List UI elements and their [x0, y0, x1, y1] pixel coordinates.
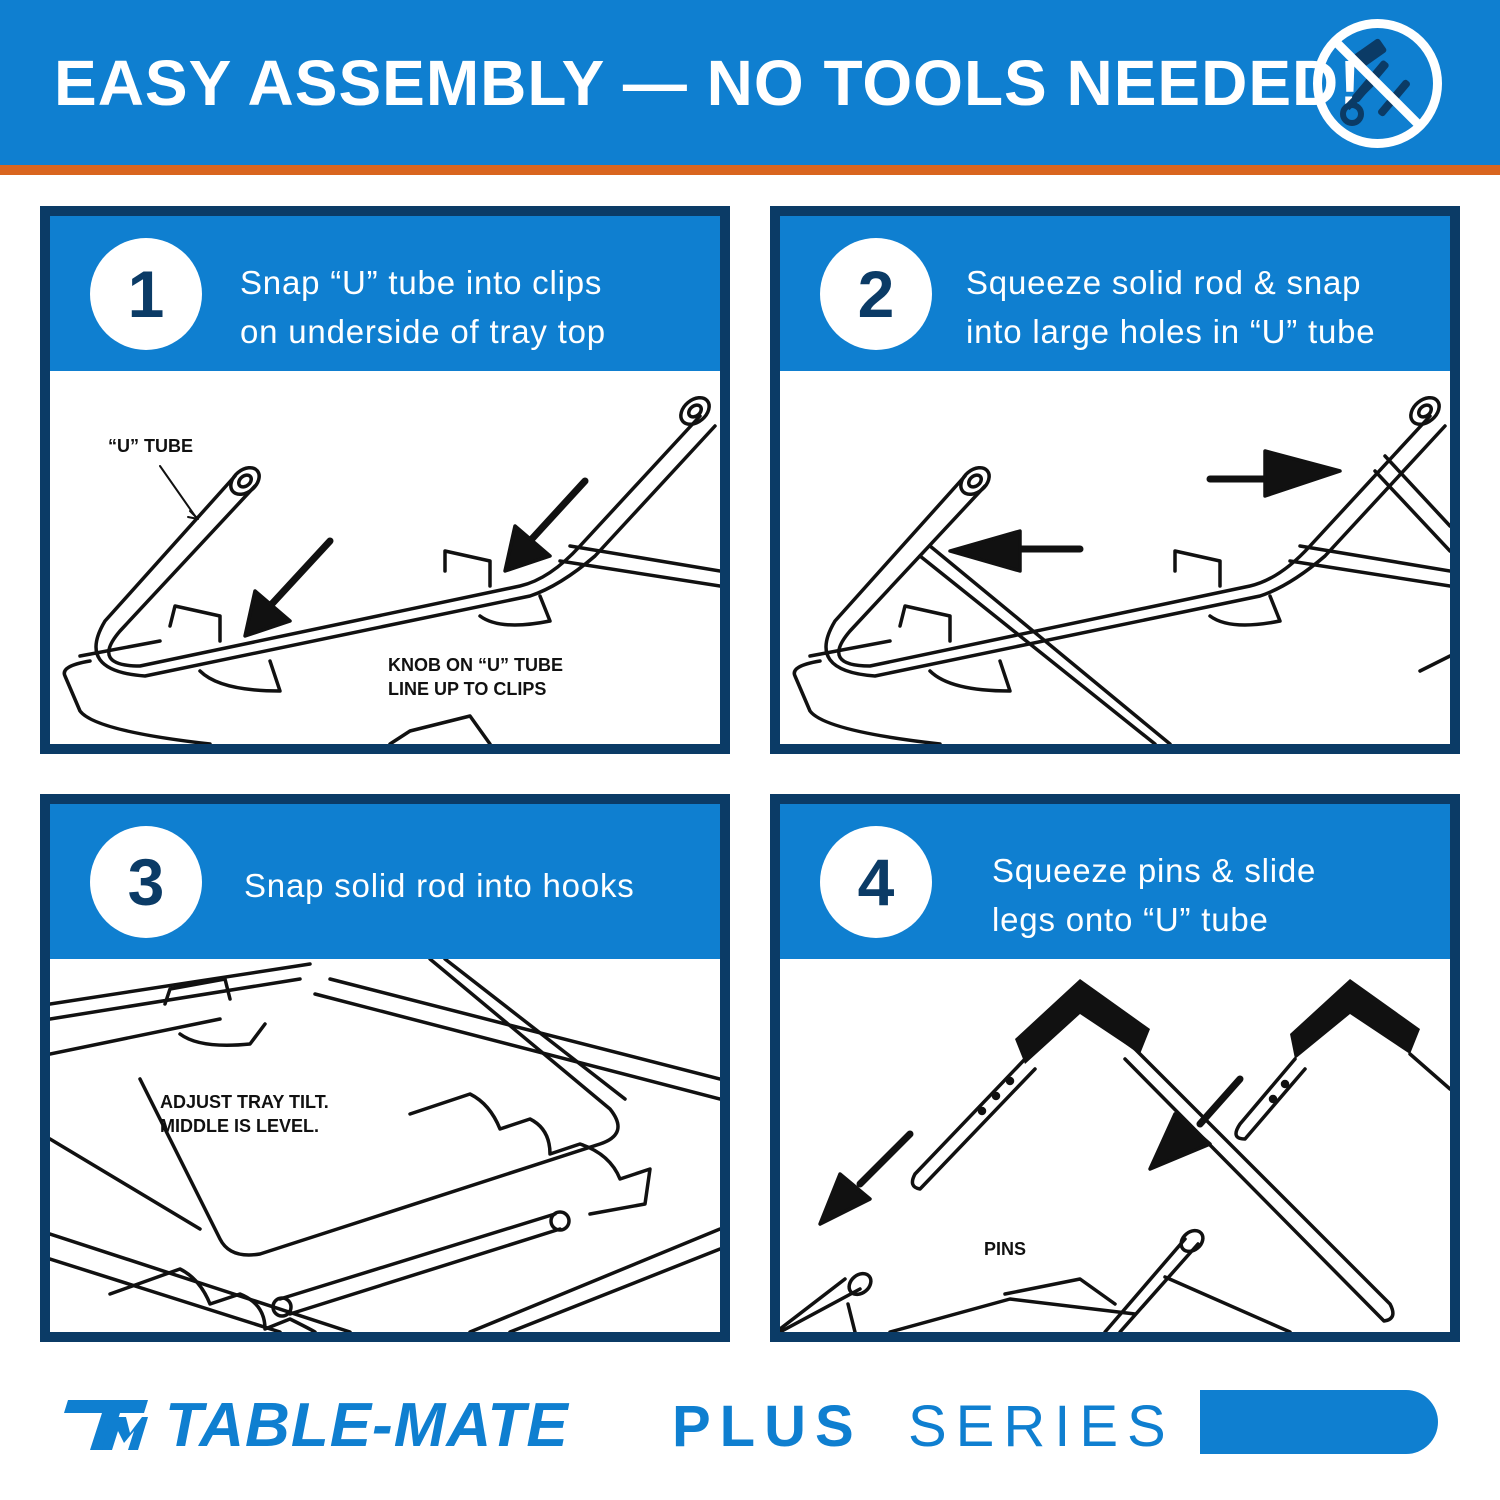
- footer-decor-pill: [1200, 1390, 1438, 1454]
- step-number-badge: 4: [820, 826, 932, 938]
- tray-tilt-callout: ADJUST TRAY TILT. MIDDLE IS LEVEL.: [160, 1090, 329, 1138]
- page-title: EASY ASSEMBLY — NO TOOLS NEEDED!: [54, 47, 1362, 119]
- no-tools-icon: [1313, 19, 1442, 148]
- step-instruction-line: Squeeze solid rod & snap: [966, 264, 1362, 301]
- callout-line: KNOB ON “U” TUBE: [388, 655, 563, 675]
- step-number-badge: 2: [820, 238, 932, 350]
- step-instruction-line: legs onto “U” tube: [992, 901, 1269, 938]
- step-instruction: Squeeze solid rod & snap into large hole…: [966, 258, 1375, 356]
- step-instruction-line: into large holes in “U” tube: [966, 313, 1376, 350]
- step-instruction-line: Snap solid rod into hooks: [244, 867, 635, 904]
- step-instruction-line: Squeeze pins & slide: [992, 852, 1317, 889]
- solid-rod-illustration: [792, 395, 1450, 744]
- callout-line: LINE UP TO CLIPS: [388, 679, 547, 699]
- callout-line: “U” TUBE: [108, 436, 193, 456]
- u-tube-callout: “U” TUBE: [108, 434, 193, 458]
- brand-series: SERIES: [908, 1394, 1175, 1459]
- step-panel-4: 4 Squeeze pins & slide legs onto “U” tub…: [770, 794, 1460, 1342]
- u-tube-clips-illustration: [62, 395, 720, 744]
- step-instruction-line: on underside of tray top: [240, 313, 606, 350]
- step-number-badge: 3: [90, 826, 202, 938]
- step-instruction: Snap “U” tube into clips on underside of…: [240, 258, 606, 356]
- rod-hooks-illustration: [50, 959, 720, 1332]
- step-instruction: Snap solid rod into hooks: [244, 861, 635, 910]
- callout-line: ADJUST TRAY TILT.: [160, 1092, 329, 1112]
- callout-line: MIDDLE IS LEVEL.: [160, 1116, 320, 1136]
- legs-pins-illustration: [780, 979, 1450, 1332]
- step-instruction: Squeeze pins & slide legs onto “U” tube: [992, 846, 1316, 944]
- step-panel-3: 3 Snap solid rod into hooks ADJUST TRAY …: [40, 794, 730, 1342]
- header-banner: [0, 0, 1500, 165]
- header-stripe: [0, 165, 1500, 175]
- callout-line: PINS: [984, 1239, 1027, 1259]
- knob-callout: KNOB ON “U” TUBE LINE UP TO CLIPS: [388, 653, 563, 701]
- pins-callout: PINS: [984, 1237, 1026, 1261]
- step-panel-2: 2 Squeeze solid rod & snap into large ho…: [770, 206, 1460, 754]
- brand-name: TABLE-MATE: [165, 1391, 569, 1460]
- brand-plus: PLUS: [672, 1394, 863, 1459]
- step-instruction-line: Snap “U” tube into clips: [240, 264, 603, 301]
- tm-logo-icon: [64, 1400, 148, 1450]
- step-panel-1: 1 Snap “U” tube into clips on underside …: [40, 206, 730, 754]
- step-number-badge: 1: [90, 238, 202, 350]
